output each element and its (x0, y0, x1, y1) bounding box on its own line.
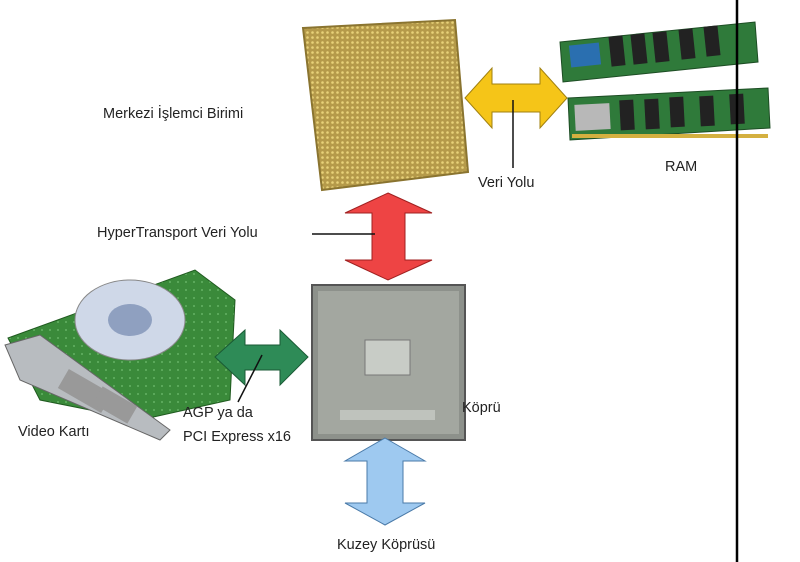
northbridge-arrow (343, 437, 427, 526)
agp-label-line2: PCI Express x16 (183, 429, 291, 445)
agp-leader (237, 354, 263, 403)
bridge-label: Köprü (462, 400, 501, 416)
northbridge-chip-image (311, 284, 466, 441)
hypertransport-arrow (344, 192, 433, 281)
ram-label: RAM (665, 159, 698, 175)
hypertransport-label: HyperTransport Veri Yolu (97, 225, 258, 241)
video-card-image (4, 269, 236, 441)
video-card-label: Video Kartı (18, 424, 90, 440)
agp-label-line1: AGP ya da (183, 405, 253, 421)
cpu-image (301, 18, 470, 192)
ram-image (559, 21, 771, 141)
data-bus-arrow (464, 66, 568, 130)
cpu-label: Merkezi İşlemci Birimi (103, 106, 244, 122)
northbridge-label: Kuzey Köprüsü (337, 537, 436, 553)
data-bus-label: Veri Yolu (478, 175, 535, 191)
